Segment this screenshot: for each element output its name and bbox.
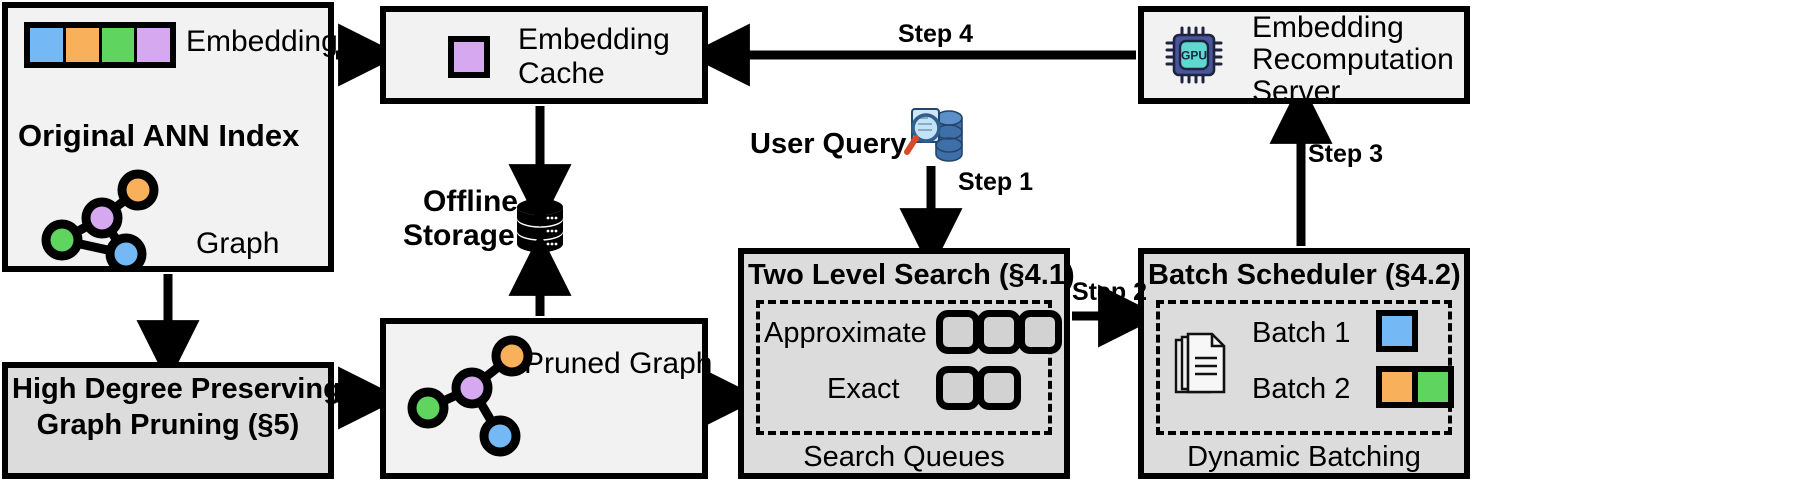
two-level-search-box	[738, 248, 1070, 479]
approximate-queue-slot-1[interactable]	[936, 310, 980, 354]
batch-scheduler-box	[1138, 248, 1470, 479]
documents-icon	[1174, 332, 1226, 394]
exact-queue-slot-1[interactable]	[936, 366, 980, 410]
query-search-database-icon	[904, 108, 963, 162]
embedding-cache-swatch-icon	[448, 36, 490, 78]
pruned-graph-illustration	[407, 335, 533, 457]
approximate-queue-slot-3[interactable]	[1018, 310, 1062, 354]
approximate-label: Approximate	[764, 317, 927, 349]
two-level-search-title: Two Level Search (§4.1)	[748, 259, 1075, 291]
step-2-label: Step 2	[1072, 278, 1148, 306]
exact-queue-slot-2[interactable]	[977, 366, 1021, 410]
batch-2-label: Batch 2	[1252, 373, 1351, 405]
step-3-label: Step 3	[1308, 140, 1384, 168]
batch-1-label: Batch 1	[1252, 317, 1351, 349]
recomputation-server-line3: Server	[1252, 75, 1341, 108]
batch-2-item-green	[1412, 366, 1454, 408]
step-1-label: Step 1	[958, 168, 1034, 196]
dynamic-batching-footer: Dynamic Batching	[1187, 441, 1421, 473]
graph-node-purple	[81, 197, 123, 239]
graph-pruning-box	[2, 362, 334, 479]
search-queues-dashed-region	[756, 300, 1052, 435]
embedding-cache-line1: Embedding	[518, 23, 670, 56]
graph-label: Graph	[196, 227, 280, 260]
gpu-chip-icon: GPU	[1165, 26, 1223, 84]
exact-label: Exact	[827, 373, 900, 405]
embedding-cache-box	[380, 6, 708, 104]
database-icon	[517, 198, 563, 253]
user-query-label: User Query	[750, 128, 907, 160]
original-ann-index-title: Original ANN Index	[18, 118, 300, 153]
offline-storage-line2: Storage	[403, 219, 515, 252]
pruned-graph-label: Pruned Graph	[524, 347, 713, 380]
graph-pruning-line1: High Degree Preserving	[12, 373, 341, 405]
batch-1-item-blue	[1376, 310, 1418, 352]
graph-node-blue	[105, 233, 147, 268]
step-4-label: Step 4	[898, 20, 974, 48]
recomputation-server-line2: Recomputation	[1252, 43, 1454, 76]
approximate-queue-slot-2[interactable]	[977, 310, 1021, 354]
embedding-cell-orange	[65, 28, 102, 62]
search-queues-footer: Search Queues	[803, 441, 1005, 473]
offline-storage-line1: Offline	[423, 185, 518, 218]
ann-graph-illustration	[41, 169, 159, 268]
pruned-node-orange	[491, 335, 533, 377]
embedding-cell-blue	[30, 28, 66, 62]
recomputation-server-line1: Embedding	[1252, 11, 1404, 44]
embedding-cache-line2: Cache	[518, 57, 605, 90]
pruned-node-green	[407, 387, 449, 429]
pruned-node-blue	[479, 415, 521, 457]
pruned-node-purple	[451, 367, 493, 409]
embedding-cell-purple	[137, 28, 170, 62]
graph-pruning-line2: Graph Pruning (§5)	[36, 409, 300, 441]
graph-node-orange	[117, 169, 159, 211]
embedding-cell-green	[101, 28, 138, 62]
graph-node-green	[41, 219, 83, 261]
embedding-vector-strip	[24, 22, 176, 68]
embedding-label: Embedding	[186, 25, 338, 58]
gpu-icon-text: GPU	[1181, 49, 1207, 63]
batch-scheduler-title: Batch Scheduler (§4.2)	[1148, 259, 1461, 291]
